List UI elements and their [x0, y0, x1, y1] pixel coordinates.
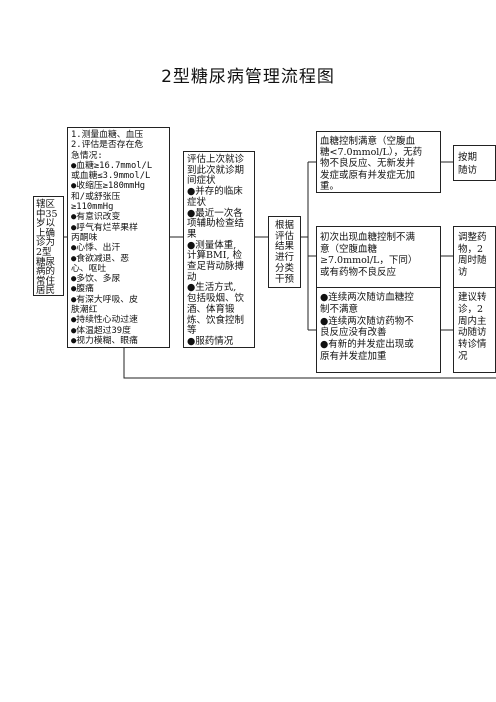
box-text-line: 病的: [36, 266, 56, 278]
box-text-line: ●服药情况: [187, 335, 234, 347]
box-text-line: 糖<7.0mmol/L），无药: [320, 147, 423, 159]
box-text-line: ●视力模糊、眼痛: [71, 335, 138, 346]
box-text-line: 良反应没有改善: [320, 327, 387, 339]
box-text-line: 计算BMI, 检: [187, 250, 243, 262]
box-text-line: 2.评估是否存在危: [71, 140, 144, 151]
box-text-line: 等: [187, 325, 197, 337]
box-text-line: 诊为: [36, 237, 56, 249]
box-text-line: 分类: [274, 262, 294, 274]
box-text-line: 居民: [36, 285, 56, 296]
box-text-line: ●体温超过39度: [71, 325, 131, 336]
box-text-line: 2型: [36, 246, 52, 258]
box-text-line: ●血糖≥16.7mmol/L: [71, 160, 153, 171]
box-text-line: 重。: [320, 180, 340, 192]
box-text-line: 或血糖≤3.9mmol/L: [71, 171, 151, 182]
box-text-line: ●食欲减退、恶: [71, 253, 130, 264]
box-text-line: 和/或舒张压: [71, 191, 121, 202]
box-text-line: 物，2: [458, 243, 484, 255]
box-text-line: 意（空腹血糖: [320, 243, 378, 255]
box-text-line: 访: [458, 266, 468, 278]
box-text-line: ●有新的并发症出现或: [320, 339, 414, 351]
page-title: 2型糖尿病管理流程图: [161, 67, 335, 87]
box-text-line: 诊，2: [458, 303, 484, 315]
condition-first-unsatisfied-box: 初次出现血糖控制不满意（空腹血糖≥7.0mmol/L，下同）或有药物不良反应: [316, 226, 441, 288]
box-text-line: 周内主: [458, 315, 487, 327]
return-loop-line: [123, 348, 496, 379]
box-text-line: ●持续性心动过速: [71, 315, 138, 326]
box-text-line: ●心悸、出汗: [71, 243, 121, 254]
box-text-line: 糖尿: [36, 256, 56, 268]
box-text-line: 干预: [274, 273, 294, 285]
box-text-line: 症状: [187, 196, 207, 208]
condition-satisfied-box: 血糖控制满意（空腹血糖<7.0mmol/L），无药物不良反应、无新发并发症或原有…: [316, 131, 441, 193]
box-text-line: ●多饮、多尿: [71, 274, 121, 285]
box-text-line: 发症或原有并发症无加: [320, 169, 416, 181]
box-text-line: 辖区: [36, 199, 56, 210]
box-text-line: ●连续两次随访药物不: [320, 315, 414, 327]
box-text-line: 酒、体育锻: [187, 303, 235, 315]
box-text-line: 建议转: [458, 292, 487, 303]
box-text-line: 况: [458, 350, 468, 362]
box-text-line: 进行: [274, 252, 294, 264]
box-text-line: ●收缩压≥180mmHg: [71, 181, 146, 192]
box-text-line: 按期: [458, 152, 478, 163]
box-text-line: 急情况:: [71, 150, 103, 161]
box-text-line: ●有意识改变: [71, 212, 121, 223]
box-text-line: ●生活方式,: [187, 282, 237, 294]
box-text-line: 随访: [458, 165, 478, 176]
box-text-line: ●并存的临床: [187, 186, 243, 198]
box-text-line: 肤潮红: [71, 305, 98, 316]
box-text-line: ●连续两次随访血糖控: [320, 292, 414, 303]
box-text-line: 果: [187, 228, 197, 240]
box-text-line: 根据: [274, 220, 294, 231]
box-text-line: 或有药物不良反应: [320, 266, 397, 278]
box-text-line: 制不满意: [320, 303, 359, 315]
box-text-line: 中35: [36, 208, 58, 220]
box-text-line: ●腹痛: [71, 284, 94, 295]
box-text-line: ●呼气有烂苹果样: [71, 222, 138, 233]
box-text-line: 结果: [274, 241, 294, 253]
box-text-line: 调整药: [458, 232, 487, 243]
box-text-line: 到此次就诊期: [187, 164, 245, 176]
box-text-line: ●测量体重,: [187, 239, 237, 251]
box-text-line: 初次出现血糖控制不满: [320, 232, 416, 243]
box-text-line: 1.测量血糖、血压: [71, 130, 144, 140]
box-text-line: 血糖控制满意（空腹血: [320, 136, 416, 147]
box-text-line: 评估上次就诊: [187, 154, 245, 165]
condition-referral-box: ●连续两次随访血糖控制不满意●连续两次随访药物不良反应没有改善●有新的并发症出现…: [316, 287, 441, 373]
action-regular-followup-box: 按期随访: [453, 145, 496, 181]
box-text-line: 周时随: [458, 255, 487, 266]
box-text-line: 动: [187, 271, 197, 283]
box-text-line: ≥7.0mmol/L，下同）: [320, 255, 418, 266]
classify-box: 根据评估结果进行分类干预: [268, 216, 301, 288]
evaluation-box: 评估上次就诊到此次就诊期间症状●并存的临床症状●最近一次各项辅助检查结果●测量体…: [183, 151, 255, 348]
box-text-line: 上确: [36, 227, 56, 239]
box-text-line: 查足背动脉搏: [187, 261, 245, 273]
box-text-line: ≥110mmHg: [71, 202, 114, 213]
box-text-line: 项辅助检查结: [187, 218, 245, 230]
box-text-line: 评估: [274, 230, 294, 242]
box-text-line: 丙酮味: [71, 232, 98, 243]
box-text-line: 岁以: [36, 218, 56, 230]
box-text-line: 炼、饮食控制: [187, 314, 245, 326]
box-text-line: 常住: [36, 275, 56, 287]
box-text-line: ●有深大呼吸、皮: [71, 294, 138, 305]
box-text-line: 包括吸烟、饮: [187, 293, 245, 305]
box-text-line: 物不良反应、无新发并: [320, 158, 416, 170]
box-text-line: 原有并发症加重: [320, 350, 387, 362]
box-text-line: ●最近一次各: [187, 207, 243, 219]
box-text-line: 间症状: [187, 175, 216, 187]
box-text-line: 转诊情: [458, 339, 487, 351]
box-text-line: 动随访: [458, 327, 487, 339]
box-text-line: 心、呕吐: [71, 263, 107, 274]
